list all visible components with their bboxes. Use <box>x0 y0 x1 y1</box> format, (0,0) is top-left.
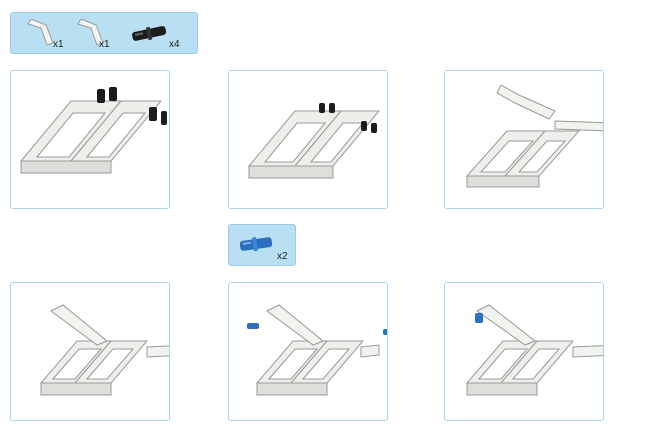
parts-callout-2: x2 <box>228 224 296 266</box>
step-illustration <box>445 283 603 420</box>
part-qty: x1 <box>53 39 64 50</box>
parts-callout-1: x1 x1 x4 <box>10 12 198 54</box>
part-qty: x1 <box>99 39 110 50</box>
black-friction-pin-icon <box>129 23 169 43</box>
step-panel-4 <box>10 282 170 421</box>
frame-assembly <box>21 101 161 173</box>
step-illustration <box>229 283 387 420</box>
step-illustration <box>445 71 603 208</box>
step-panel-3 <box>444 70 604 209</box>
step-illustration <box>11 71 169 208</box>
step-illustration <box>11 283 169 420</box>
step-panel-1 <box>10 70 170 209</box>
step-panel-6 <box>444 282 604 421</box>
step-panel-5 <box>228 282 388 421</box>
step-panel-2 <box>228 70 388 209</box>
part-qty: x4 <box>169 39 180 50</box>
step-illustration <box>229 71 387 208</box>
blue-axle-pin-icon <box>237 233 275 255</box>
part-qty: x2 <box>277 251 288 262</box>
